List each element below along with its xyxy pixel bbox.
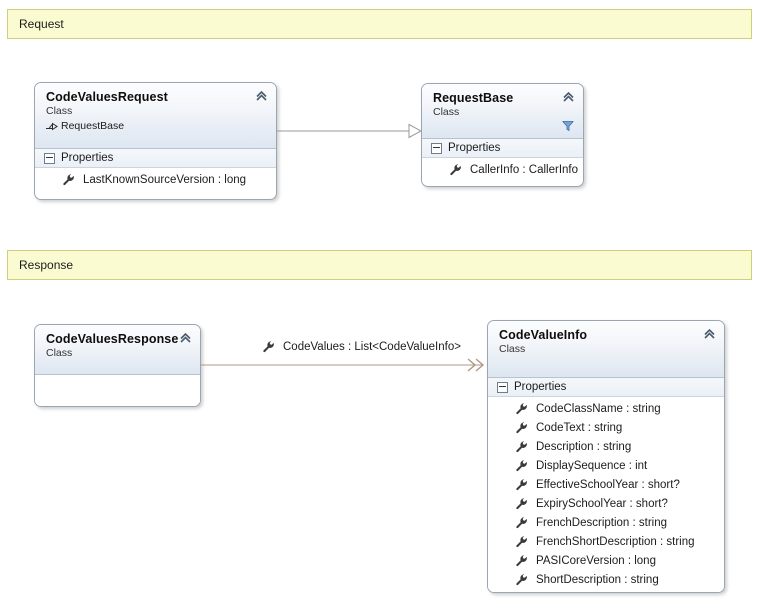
member-row[interactable]: CodeClassName : string (488, 399, 724, 418)
class-header: CodeValuesResponse Class (35, 325, 200, 375)
collapse-chevron-icon[interactable] (255, 90, 268, 102)
class-box-request-base[interactable]: RequestBase Class Properties CallerInfo … (421, 83, 584, 187)
section-banner-response: Response (7, 250, 752, 280)
compartment-label: Properties (448, 142, 501, 154)
member-row[interactable]: CodeText : string (488, 418, 724, 437)
member-row[interactable]: PASICoreVersion : long (488, 551, 724, 570)
compartment-header-properties[interactable]: Properties (422, 139, 583, 158)
class-stereotype: Class (499, 343, 526, 355)
member-row[interactable]: ExpirySchoolYear : short? (488, 494, 724, 513)
class-stereotype: Class (46, 105, 73, 117)
class-stereotype: Class (46, 347, 73, 359)
collapse-chevron-icon[interactable] (703, 328, 716, 340)
compartment-label: Properties (61, 152, 114, 164)
empty-member-compartment (35, 375, 200, 406)
collapse-minus-icon[interactable] (497, 381, 508, 393)
class-header: CodeValuesRequest Class RequestBase (35, 83, 276, 149)
wrench-icon (516, 460, 527, 472)
section-banner-label: Request (19, 17, 64, 31)
member-label: CodeClassName : string (536, 402, 661, 415)
member-row[interactable]: DisplaySequence : int (488, 456, 724, 475)
association-label: CodeValues : List<CodeValueInfo> (262, 340, 461, 353)
class-header: CodeValueInfo Class (488, 321, 724, 378)
member-row[interactable]: FrenchShortDescription : string (488, 532, 724, 551)
wrench-icon (516, 498, 527, 510)
class-title: CodeValueInfo (499, 328, 588, 342)
member-row[interactable]: LastKnownSourceVersion : long (35, 170, 276, 189)
section-banner-request: Request (7, 9, 752, 39)
member-label: FrenchShortDescription : string (536, 535, 695, 548)
class-title: RequestBase (433, 91, 514, 105)
wrench-icon (516, 479, 527, 491)
member-label: ExpirySchoolYear : short? (536, 497, 668, 510)
class-box-code-value-info[interactable]: CodeValueInfo Class Properties CodeClass… (487, 320, 725, 593)
inheritance-arrow-icon (46, 122, 58, 130)
member-row[interactable]: Description : string (488, 437, 724, 456)
class-stereotype: Class (433, 106, 460, 118)
member-label: LastKnownSourceVersion : long (83, 173, 247, 186)
filter-funnel-icon[interactable] (562, 120, 574, 132)
collapse-minus-icon[interactable] (431, 142, 442, 154)
compartment-label: Properties (514, 381, 567, 393)
member-row[interactable]: FrenchDescription : string (488, 513, 724, 532)
class-base-name: RequestBase (61, 120, 125, 132)
collapse-chevron-icon[interactable] (179, 332, 192, 344)
class-box-code-values-response[interactable]: CodeValuesResponse Class (34, 324, 201, 407)
wrench-icon (263, 341, 274, 353)
wrench-icon (516, 555, 527, 567)
class-header: RequestBase Class (422, 84, 583, 139)
member-label: DisplaySequence : int (536, 459, 648, 472)
wrench-icon (516, 517, 527, 529)
class-base-reference: RequestBase (46, 119, 266, 133)
class-title: CodeValuesRequest (46, 90, 168, 104)
member-list: CallerInfo : CallerInfo (422, 158, 583, 184)
member-label: Description : string (536, 440, 632, 453)
section-banner-label: Response (19, 258, 74, 272)
member-label: CodeText : string (536, 421, 623, 434)
wrench-icon (516, 574, 527, 586)
member-row[interactable]: EffectiveSchoolYear : short? (488, 475, 724, 494)
association-label-text: CodeValues : List<CodeValueInfo> (283, 340, 461, 353)
member-label: EffectiveSchoolYear : short? (536, 478, 680, 491)
collapse-chevron-icon[interactable] (562, 91, 575, 103)
member-label: CallerInfo : CallerInfo (470, 163, 579, 176)
connector-association (200, 358, 485, 372)
member-label: FrenchDescription : string (536, 516, 668, 529)
wrench-icon (450, 164, 461, 176)
wrench-icon (516, 536, 527, 548)
member-label: PASICoreVersion : long (536, 554, 656, 567)
connector-generalization (276, 123, 423, 139)
class-box-code-values-request[interactable]: CodeValuesRequest Class RequestBase Prop… (34, 82, 277, 200)
compartment-header-properties[interactable]: Properties (35, 149, 276, 168)
wrench-icon (63, 174, 74, 186)
collapse-minus-icon[interactable] (44, 152, 55, 164)
member-row[interactable]: ShortDescription : string (488, 570, 724, 589)
member-row[interactable]: CallerInfo : CallerInfo (422, 160, 583, 179)
member-list: LastKnownSourceVersion : long (35, 168, 276, 194)
member-label: ShortDescription : string (536, 573, 659, 586)
wrench-icon (516, 422, 527, 434)
compartment-header-properties[interactable]: Properties (488, 378, 724, 397)
wrench-icon (516, 403, 527, 415)
class-title: CodeValuesResponse (46, 332, 179, 346)
wrench-icon (516, 441, 527, 453)
